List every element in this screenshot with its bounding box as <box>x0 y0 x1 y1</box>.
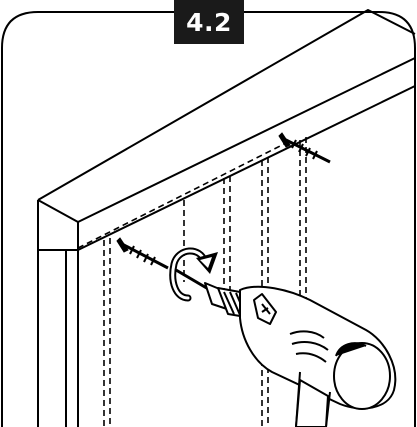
cabinet-side-panel <box>37 250 79 427</box>
screw-icon <box>116 237 169 270</box>
drill-icon <box>175 268 397 427</box>
hidden-guide-lines <box>77 137 307 427</box>
step-number-badge: 4.2 <box>174 0 244 44</box>
cabinet-top-panel <box>37 9 416 251</box>
screw-icon <box>278 132 331 164</box>
rotation-arrow-icon <box>169 247 218 302</box>
